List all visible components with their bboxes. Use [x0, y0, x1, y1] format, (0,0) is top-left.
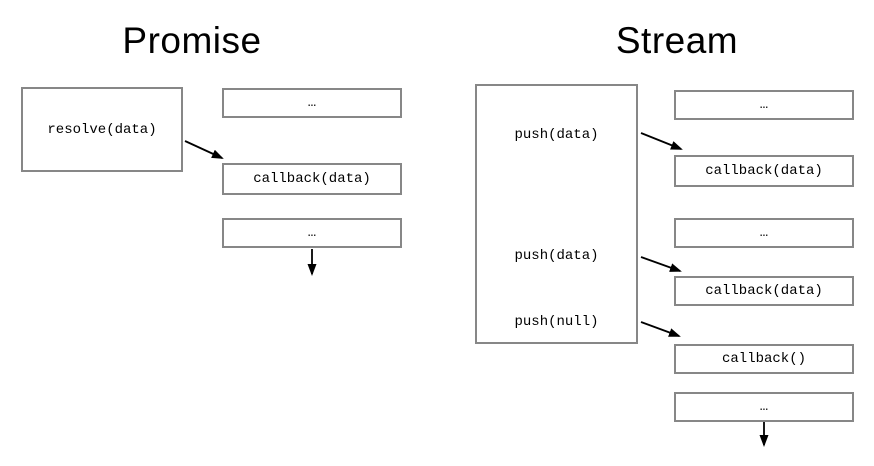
stream-title: Stream: [615, 20, 739, 61]
promise-title: Promise: [122, 20, 262, 61]
promise-queue-box-callback: callback(data): [222, 163, 402, 195]
callback-call-label: callback(data): [705, 163, 823, 179]
stream-producer-box: push(data) push(data) push(null): [475, 84, 638, 344]
ellipsis-label: …: [307, 225, 317, 241]
stream-queue-box-ellipsis-1: …: [674, 90, 854, 120]
ellipsis-label: …: [759, 399, 769, 415]
stream-queue-box-callback-null: callback(): [674, 344, 854, 374]
stream-queue-box-callback-1: callback(data): [674, 155, 854, 187]
stream-queue-box-callback-2: callback(data): [674, 276, 854, 306]
promise-queue-box-ellipsis-top: …: [222, 88, 402, 118]
stream-queue-box-ellipsis-3: …: [674, 392, 854, 422]
arrow-pushnull-to-callback: [640, 321, 681, 337]
callback-call-label: callback(data): [253, 171, 371, 187]
push-data-label-1: push(data): [514, 127, 599, 143]
arrow-push1-to-callback: [640, 132, 683, 150]
ellipsis-label: …: [759, 97, 769, 113]
callback-call-label: callback(data): [705, 283, 823, 299]
resolve-call-label: resolve(data): [47, 121, 157, 138]
callback-empty-call-label: callback(): [721, 351, 806, 367]
arrow-resolve-to-callback: [184, 140, 224, 159]
arrow-push2-to-callback: [640, 256, 682, 272]
push-data-label-2: push(data): [514, 248, 599, 264]
stream-queue-box-ellipsis-2: …: [674, 218, 854, 248]
promise-producer-box: resolve(data): [21, 87, 183, 172]
ellipsis-label: …: [307, 95, 317, 111]
ellipsis-label: …: [759, 225, 769, 241]
push-null-label: push(null): [514, 314, 599, 330]
promise-queue-box-ellipsis-bottom: …: [222, 218, 402, 248]
